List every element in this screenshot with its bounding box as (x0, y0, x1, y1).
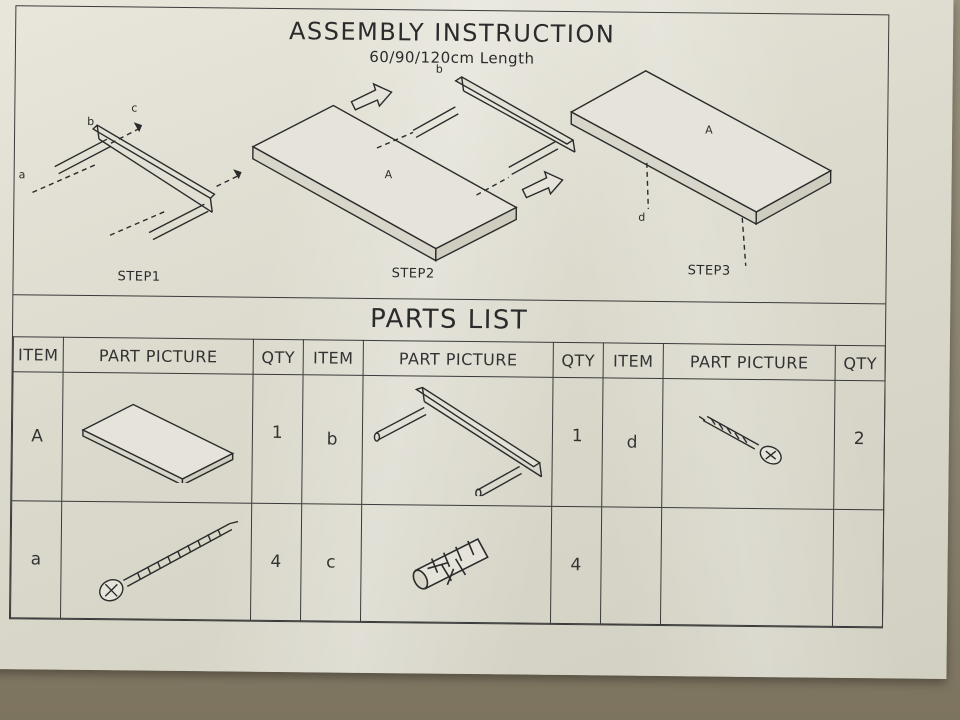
item-letter: d (601, 377, 664, 508)
item-qty: 2 (833, 380, 886, 510)
part-picture-cell (60, 500, 252, 621)
step3-callout-A: A (705, 123, 713, 136)
column-header-item: ITEM (603, 342, 664, 379)
item-letter: a (10, 500, 62, 619)
item-qty: 4 (250, 502, 302, 621)
long-screw-icon (98, 520, 238, 602)
part-picture-cell-empty (660, 507, 834, 627)
step3-label: STEP3 (687, 263, 731, 279)
instruction-sheet: ASSEMBLY INSTRUCTION 60/90/120cm Length (0, 0, 954, 680)
part-picture-cell (61, 372, 254, 503)
item-qty: 4 (550, 506, 602, 624)
step2-callout-A: A (385, 168, 393, 181)
step1-label: STEP1 (117, 269, 161, 285)
parts-table: ITEM PART PICTURE QTY ITEM PART PICTURE … (10, 336, 886, 627)
item-letter (600, 506, 662, 625)
column-header-qty: QTY (835, 345, 886, 381)
column-header-part-picture: PART PICTURE (63, 337, 254, 375)
column-header-item: ITEM (303, 339, 364, 376)
column-header-qty: QTY (253, 339, 304, 375)
column-header-qty: QTY (553, 342, 604, 378)
step1-callout-b: b (87, 115, 94, 128)
item-letter: c (300, 503, 362, 622)
item-letter: A (11, 371, 64, 501)
item-qty: 1 (251, 374, 304, 504)
step2-callout-b: b (436, 63, 443, 76)
step1-illustration (32, 122, 242, 241)
shelf-board-icon (80, 403, 234, 484)
item-letter: b (301, 374, 364, 505)
step2-label: STEP2 (391, 266, 435, 282)
part-picture-cell (360, 504, 552, 624)
step3-illustration (569, 70, 833, 266)
instruction-frame: ASSEMBLY INSTRUCTION 60/90/120cm Length (8, 5, 890, 629)
part-picture-cell (361, 375, 554, 507)
table-row: a 4 (10, 500, 884, 627)
step1-callout-c: c (131, 101, 137, 114)
item-qty: 1 (551, 377, 604, 507)
column-header-item: ITEM (13, 336, 64, 373)
item-qty (832, 509, 884, 627)
wall-plug-icon (412, 537, 489, 590)
parts-list-title: PARTS LIST (369, 303, 529, 336)
column-header-part-picture: PART PICTURE (363, 340, 554, 378)
step1-callout-a: a (19, 168, 26, 181)
step3-callout-d: d (638, 211, 645, 224)
part-picture-cell (661, 378, 836, 510)
bracket-rod-icon (373, 386, 542, 497)
small-screw-icon (698, 415, 782, 465)
step2-illustration (251, 76, 576, 262)
column-header-part-picture: PART PICTURE (663, 343, 836, 381)
table-row: A 1 b (11, 371, 886, 510)
assembly-steps-illustration: a b c A b A d (19, 63, 833, 266)
